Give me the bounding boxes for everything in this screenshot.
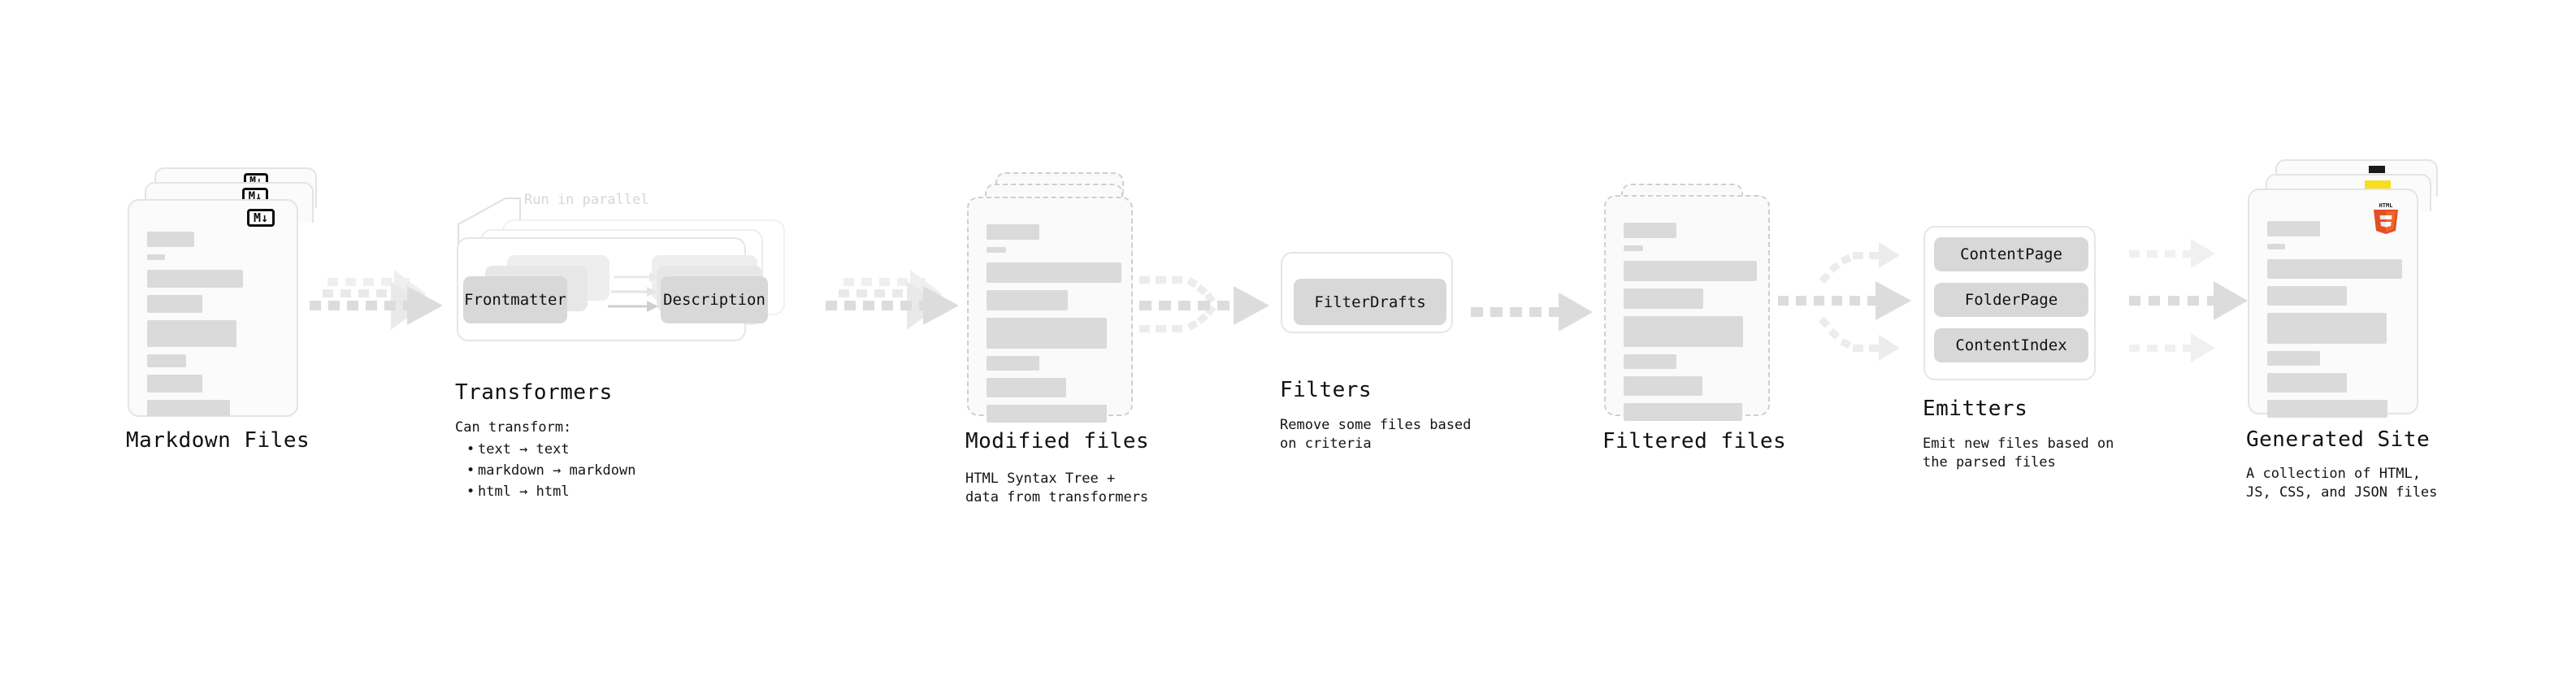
stage-desc-emitters: Emit new files based on the parsed files — [1923, 436, 2114, 471]
doc-line — [147, 254, 165, 260]
doc-line — [987, 378, 1066, 397]
svg-text:HTML: HTML — [2379, 202, 2393, 209]
emitters-chip-contentpage[interactable]: ContentPage — [1934, 237, 2088, 271]
stage-desc-filters: Remove some files based on criteria — [1280, 417, 1472, 452]
doc-placeholder-lines — [2267, 221, 2402, 425]
doc-line — [2267, 244, 2285, 249]
transformer-chip-description[interactable]: Description — [661, 276, 768, 323]
doc-line — [987, 247, 1006, 253]
doc-line — [147, 375, 202, 393]
doc-line — [987, 318, 1107, 349]
doc-line — [2267, 286, 2347, 306]
emitters-chip-folderpage[interactable]: FolderPage — [1934, 283, 2088, 317]
doc-line — [2267, 259, 2402, 279]
doc-line — [987, 405, 1107, 423]
doc-line — [2267, 221, 2320, 236]
connector-filtered-to-emitters — [1778, 242, 1911, 361]
doc-line — [1624, 245, 1643, 251]
doc-line — [987, 262, 1121, 283]
stage-desc-generated-site: A collection of HTML, JS, CSS, and JSON … — [2246, 466, 2438, 501]
modified-card-front — [967, 197, 1133, 423]
site-card-front: HTML — [2248, 189, 2418, 418]
markdown-badge-icon: M↓ — [247, 209, 275, 227]
transformer-bullet-list: •text → text •markdown → markdown •html … — [466, 439, 635, 502]
doc-line — [147, 354, 186, 367]
doc-line — [1624, 403, 1742, 421]
emitters-chip-contentindex[interactable]: ContentIndex — [1934, 328, 2088, 362]
transformer-bullet: •text → text — [466, 441, 570, 458]
transformer-inner-arrow-front — [608, 301, 658, 312]
html5-badge-icon: HTML — [2374, 202, 2398, 234]
filters-chip-filterdrafts[interactable]: FilterDrafts — [1294, 279, 1446, 325]
filtered-card-front — [1604, 195, 1770, 421]
transformer-inner-arrow-mid — [611, 287, 657, 297]
stage-desc-transformers: Can transform: — [455, 419, 572, 436]
doc-line — [147, 320, 236, 347]
connector-filters-to-filtered — [1471, 293, 1593, 332]
doc-line — [2267, 373, 2347, 393]
doc-line — [2267, 351, 2320, 366]
doc-line — [147, 232, 194, 247]
doc-line — [987, 356, 1039, 371]
parallel-bracket — [458, 197, 521, 245]
stage-title-generated-site: Generated Site — [2246, 427, 2431, 452]
stage-title-emitters: Emitters — [1923, 397, 2028, 421]
transformer-inner-arrow-back — [614, 272, 659, 282]
connector-emitters-to-site — [2129, 239, 2248, 362]
doc-line — [1624, 261, 1757, 281]
connector-modified-to-filters — [1139, 276, 1269, 332]
doc-placeholder-lines — [987, 224, 1121, 430]
doc-line — [1624, 376, 1702, 396]
parallel-annotation-label: Run in parallel — [524, 192, 649, 208]
transformer-bullet: •html → html — [466, 484, 570, 500]
doc-line — [1624, 316, 1743, 347]
doc-line — [1624, 223, 1676, 238]
connector-transformers-to-modified — [826, 270, 959, 330]
doc-line — [1624, 288, 1703, 309]
stage-title-filtered-files: Filtered files — [1602, 429, 1787, 453]
doc-placeholder-lines — [1624, 223, 1757, 428]
markdown-card-front: M↓ — [128, 199, 298, 417]
doc-line — [987, 224, 1039, 240]
doc-placeholder-lines — [147, 232, 282, 423]
doc-line — [147, 400, 230, 416]
stage-title-modified-files: Modified files — [965, 429, 1150, 453]
doc-line — [987, 290, 1068, 310]
doc-line — [2267, 400, 2387, 418]
doc-line — [1624, 354, 1676, 369]
connector-markdown-to-transformers — [310, 270, 443, 330]
transformer-bullet: •markdown → markdown — [466, 462, 636, 479]
transformer-chip-frontmatter[interactable]: Frontmatter — [463, 276, 567, 323]
doc-line — [2267, 313, 2387, 344]
stage-title-transformers: Transformers — [455, 380, 613, 405]
stage-title-markdown-files: Markdown Files — [126, 428, 310, 453]
stage-desc-modified-files: HTML Syntax Tree + data from transformer… — [965, 471, 1149, 505]
doc-line — [147, 295, 202, 313]
doc-line — [147, 270, 243, 288]
stage-title-filters: Filters — [1280, 378, 1373, 402]
